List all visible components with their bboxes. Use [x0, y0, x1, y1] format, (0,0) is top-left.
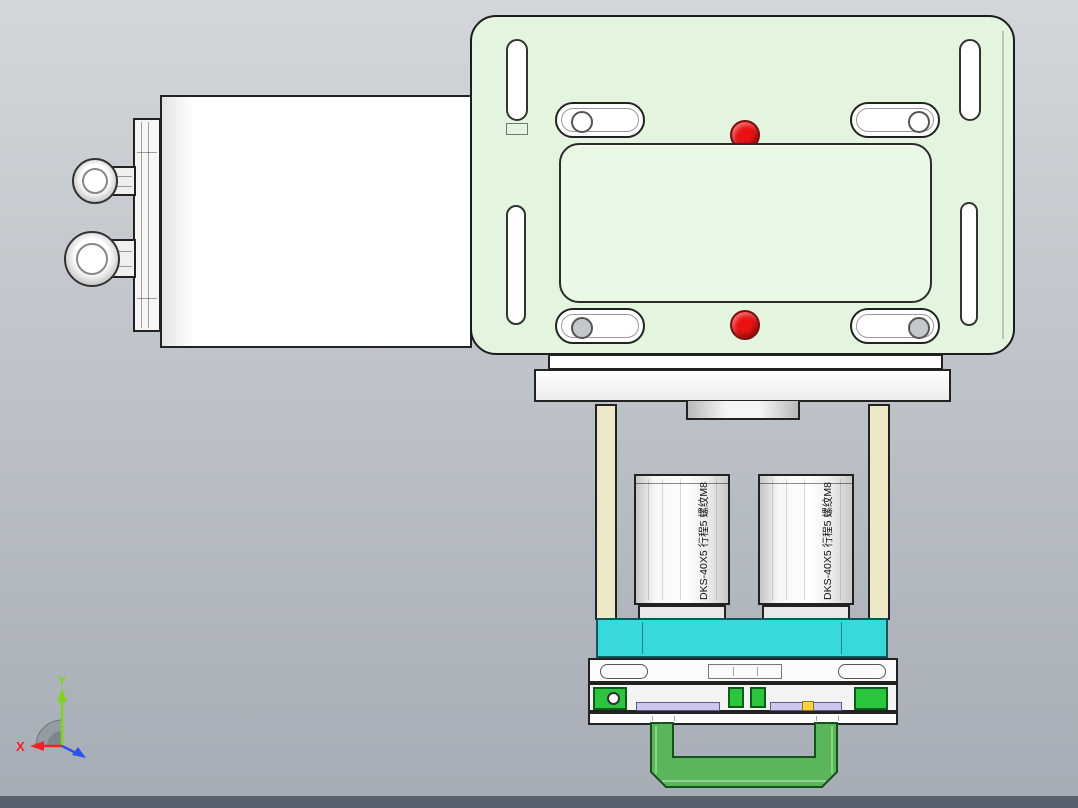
manifold-center-port	[708, 664, 782, 679]
clamp-block-center-2[interactable]	[750, 687, 766, 708]
viewport-footer-strip	[0, 796, 1078, 808]
plate-slot-left-bottom	[506, 205, 526, 325]
handle[interactable]	[650, 722, 838, 788]
mount-slot-top-right	[850, 102, 940, 138]
guide-rail-right[interactable]	[868, 404, 890, 620]
detail-line	[674, 716, 675, 721]
cylinder-left[interactable]: DKS-40X5 行程5 螺纹M8	[634, 474, 730, 605]
detail-line	[733, 667, 734, 676]
plate-pocket	[559, 143, 932, 303]
axis-triad[interactable]: Y X	[14, 674, 98, 760]
cylinder-cap-line	[636, 480, 728, 484]
detail-line	[648, 479, 649, 600]
x-axis-arrowhead	[30, 741, 44, 751]
handle-highlight	[655, 726, 833, 782]
screw-head	[571, 317, 593, 339]
cylinder-label: DKS-40X5 行程5 螺纹M8	[822, 482, 834, 600]
shaft-boss[interactable]	[686, 401, 800, 420]
guide-rail-left[interactable]	[595, 404, 617, 620]
plate-slot-left-top	[506, 39, 528, 121]
detail-line	[115, 251, 132, 252]
detail-line	[137, 298, 157, 299]
port-upper[interactable]	[72, 158, 118, 204]
detail-line	[115, 266, 132, 267]
port-lower-bore	[76, 243, 108, 275]
base-bar[interactable]	[588, 712, 898, 725]
mount-bracket[interactable]	[133, 118, 161, 332]
origin-sphere-shade	[47, 731, 62, 746]
manifold-slot-right	[838, 664, 886, 679]
detail-line	[841, 622, 842, 654]
detail-line	[148, 122, 149, 328]
detail-line	[757, 667, 758, 676]
mount-slot-bottom-right	[850, 308, 940, 344]
clamp-hole	[607, 692, 620, 705]
slot-inner-ring	[561, 108, 639, 132]
y-axis-label: Y	[58, 674, 67, 688]
clamp-block-right[interactable]	[854, 687, 888, 710]
guide-strip-left	[636, 702, 720, 711]
detail-line	[662, 479, 663, 600]
screw-hole	[571, 111, 593, 133]
x-axis-label: X	[16, 739, 25, 754]
clamp-row[interactable]	[588, 683, 898, 712]
cylinder-cap-line	[760, 480, 852, 484]
detail-line	[116, 176, 132, 177]
flange-upper-strip[interactable]	[548, 354, 943, 370]
detail-line	[804, 479, 805, 600]
detail-line	[840, 479, 841, 600]
red-indicator-bottom[interactable]	[730, 310, 760, 340]
slot-inner-ring	[856, 108, 934, 132]
manifold-plate[interactable]	[588, 658, 898, 683]
handle-body[interactable]	[650, 722, 838, 788]
mount-slot-top-left	[555, 102, 645, 138]
port-lower[interactable]	[64, 231, 120, 287]
screw-hole	[908, 111, 930, 133]
detail-line	[642, 622, 643, 654]
slot-inner-ring	[856, 314, 934, 338]
motor-housing[interactable]	[160, 95, 472, 348]
clamp-block-center-1[interactable]	[728, 687, 744, 708]
detail-line	[786, 479, 787, 600]
cylinder-right[interactable]: DKS-40X5 行程5 螺纹M8	[758, 474, 854, 605]
z-axis-arrow	[61, 744, 77, 755]
clamp-block-left[interactable]	[593, 687, 627, 710]
plate-slot-right-bottom	[960, 202, 978, 326]
sensor-chip	[802, 701, 814, 711]
detail-line	[838, 716, 839, 721]
cyan-block[interactable]	[596, 618, 888, 658]
detail-line	[716, 479, 717, 600]
y-axis-arrowhead	[57, 688, 67, 702]
detail-line	[816, 716, 817, 721]
mount-slot-bottom-left	[555, 308, 645, 344]
manifold-slot-left	[600, 664, 648, 679]
z-axis-arrowhead	[72, 747, 86, 758]
detail-line	[772, 479, 773, 600]
slot-inner-ring	[561, 314, 639, 338]
plate-edge-line	[1002, 31, 1004, 339]
flange-plate[interactable]	[534, 369, 951, 402]
plate-slot-right-top	[959, 39, 981, 121]
detail-line	[116, 186, 132, 187]
detail-line	[141, 122, 142, 328]
mounting-plate[interactable]	[470, 15, 1015, 355]
detail-line	[680, 479, 681, 600]
port-upper-bore	[82, 168, 108, 194]
cylinder-label: DKS-40X5 行程5 螺纹M8	[698, 482, 710, 600]
plate-slot-notch	[506, 123, 528, 135]
screw-head	[908, 317, 930, 339]
detail-line	[137, 152, 157, 153]
detail-line	[652, 716, 653, 721]
